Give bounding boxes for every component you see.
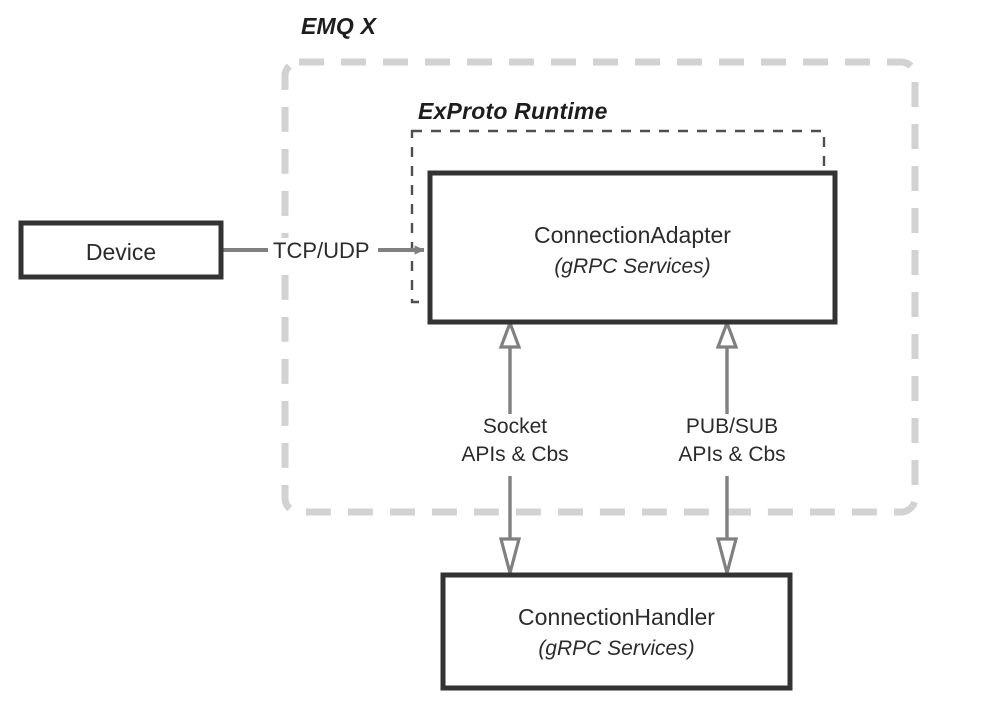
device-node-box[interactable]: [18, 220, 224, 280]
socket-edge-label: Socket APIs & Cbs: [435, 414, 595, 468]
pubsub-edge-label-line1: PUB/SUB: [685, 415, 779, 438]
connection-adapter-node-label: ConnectionAdapter (gRPC Services): [430, 221, 835, 280]
socket-edge-label-line1: Socket: [482, 415, 548, 438]
connection-handler-subtitle: (gRPC Services): [538, 637, 695, 661]
connection-adapter-subtitle: (gRPC Services): [554, 255, 711, 279]
connection-handler-title: ConnectionHandler: [518, 604, 715, 630]
socket-edge-label-line2: APIs & Cbs: [461, 442, 569, 466]
connection-adapter-node-box[interactable]: [427, 170, 838, 325]
device-node-label: Device: [85, 239, 157, 265]
emqx-group-frame: [281, 58, 919, 516]
connection-handler-node-label: ConnectionHandler (gRPC Services): [443, 603, 790, 662]
tcp-udp-edge-label: TCP/UDP: [270, 238, 373, 265]
pubsub-edge-label: PUB/SUB APIs & Cbs: [652, 414, 812, 468]
pubsub-edge-down-arrowhead: [715, 537, 739, 580]
socket-edge-up-arrowhead: [498, 318, 522, 349]
pubsub-edge-up-arrowhead: [715, 318, 739, 349]
socket-edge-down-arrowhead: [498, 537, 522, 580]
pubsub-edge-label-line2: APIs & Cbs: [678, 442, 786, 466]
connection-handler-node-box[interactable]: [440, 572, 793, 691]
exproto-runtime-group-caption: ExProto Runtime: [418, 98, 608, 124]
connection-adapter-title: ConnectionAdapter: [534, 222, 731, 248]
emqx-group-caption: EMQ X: [301, 13, 377, 39]
